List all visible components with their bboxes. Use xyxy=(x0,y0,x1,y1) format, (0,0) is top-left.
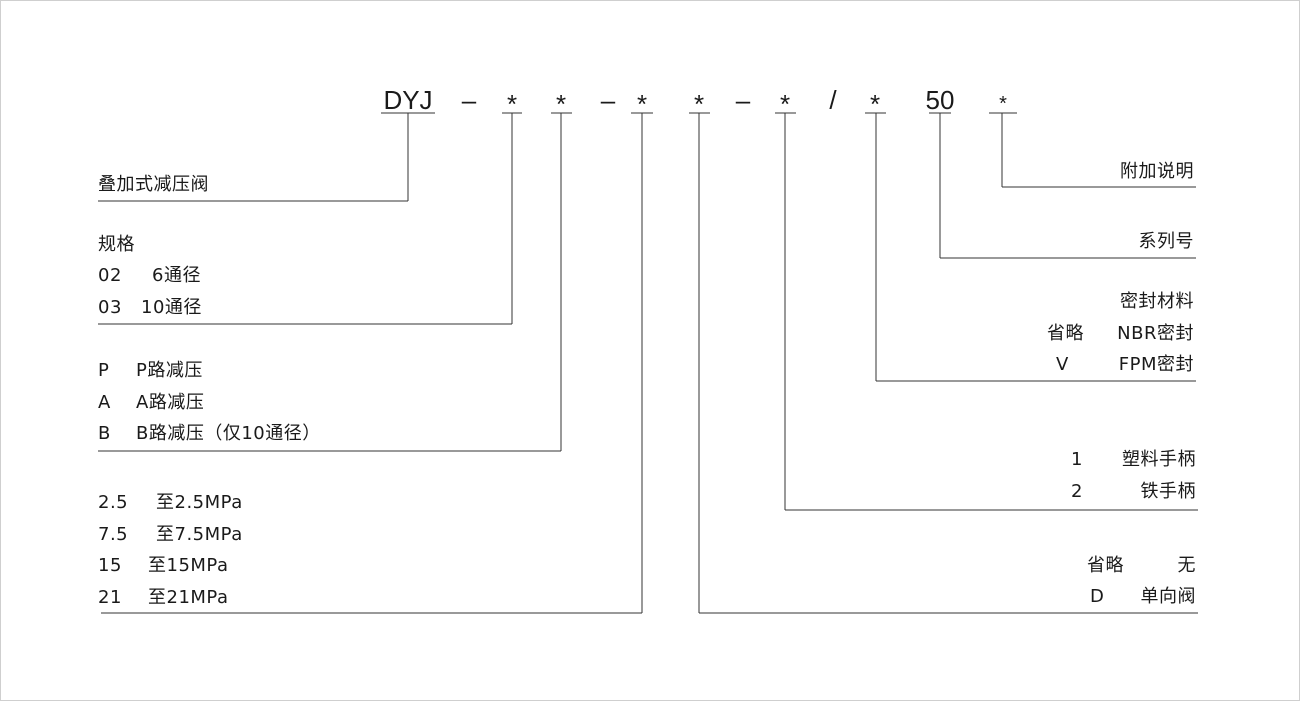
group-title-series: 系列号 xyxy=(1138,231,1194,252)
group-title-valve-type: 叠加式减压阀 xyxy=(98,174,209,195)
check-code-d: D xyxy=(1090,586,1105,607)
code-star-pressure: * xyxy=(636,89,648,119)
port-desc-a: A路减压 xyxy=(136,392,205,413)
code-star-extra: * xyxy=(999,93,1007,115)
handle-desc-iron: 铁手柄 xyxy=(1140,481,1196,502)
check-desc-valve: 单向阀 xyxy=(1140,586,1196,607)
spec-desc-02: 6通径 xyxy=(152,265,201,286)
pressure-code-21: 21 xyxy=(98,587,122,608)
group-title-extra: 附加说明 xyxy=(1120,161,1194,182)
code-dyj: DYJ xyxy=(383,85,433,115)
code-star-seal: * xyxy=(869,89,881,119)
port-code-b: B xyxy=(98,423,111,444)
pressure-desc-21: 至21MPa xyxy=(148,587,229,608)
seal-code-omit: 省略 xyxy=(1047,323,1084,344)
pressure-desc-2-5: 至2.5MPa xyxy=(156,492,243,513)
code-dash-2: – xyxy=(600,85,616,115)
group-title-spec: 规格 xyxy=(98,234,135,255)
port-desc-p: P路减压 xyxy=(136,360,203,381)
check-desc-none: 无 xyxy=(1177,555,1196,576)
code-star-spec: * xyxy=(506,89,518,119)
handle-desc-plastic: 塑料手柄 xyxy=(1122,449,1196,470)
group-title-seal: 密封材料 xyxy=(1120,291,1194,312)
pressure-desc-7-5: 至7.5MPa xyxy=(156,524,243,545)
port-desc-b: B路减压（仅10通径） xyxy=(136,423,321,444)
seal-desc-fpm: FPM密封 xyxy=(1118,354,1194,375)
port-code-p: P xyxy=(98,360,110,381)
code-star-port: * xyxy=(555,89,567,119)
code-dash-1: – xyxy=(461,85,477,115)
spec-desc-03: 10通径 xyxy=(141,297,202,318)
spec-code-03: 03 xyxy=(98,297,122,318)
check-code-omit: 省略 xyxy=(1087,555,1124,576)
seal-desc-nbr: NBR密封 xyxy=(1117,323,1194,344)
spec-code-02: 02 xyxy=(98,265,122,286)
pressure-code-15: 15 xyxy=(98,555,122,576)
code-star-check: * xyxy=(693,89,705,119)
code-series-50: 50 xyxy=(925,85,955,115)
code-dash-3: – xyxy=(735,85,751,115)
pressure-code-7-5: 7.5 xyxy=(98,524,129,545)
code-star-handle: * xyxy=(779,89,791,119)
code-slash: / xyxy=(829,85,837,115)
pressure-desc-15: 至15MPa xyxy=(148,555,229,576)
handle-code-2: 2 xyxy=(1071,481,1083,502)
seal-code-v: V xyxy=(1056,354,1069,375)
handle-code-1: 1 xyxy=(1071,449,1083,470)
port-code-a: A xyxy=(98,392,111,413)
pressure-code-2-5: 2.5 xyxy=(98,492,129,513)
